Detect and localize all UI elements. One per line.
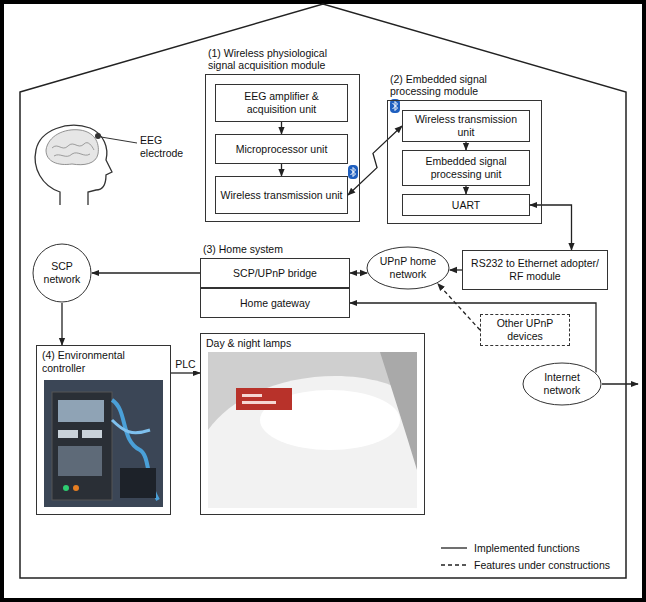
unit-box: UART xyxy=(402,194,530,216)
node-text: Microprocessor unit xyxy=(236,143,328,156)
module-box: (2) Embedded signal processing moduleWir… xyxy=(387,100,542,224)
node-text: EEG amplifier & acquisition unit xyxy=(220,90,343,115)
legend-sample xyxy=(440,543,468,553)
ellipse-shape xyxy=(33,244,91,302)
ellipse-shape xyxy=(523,363,601,405)
unit-box: Embedded signal processing unit xyxy=(402,150,530,186)
network-ellipse: UPnP home network xyxy=(366,246,450,290)
system-box: (3) Home systemSCP/UPnP bridgeHome gatew… xyxy=(200,258,350,318)
controller-box: (4) Environmental controller xyxy=(36,345,171,515)
connector xyxy=(61,303,62,345)
module-heading: (4) Environmental controller xyxy=(37,346,170,377)
connector xyxy=(530,205,572,250)
network-circle: SCP network xyxy=(32,243,92,303)
legend-text: Implemented functions xyxy=(474,542,580,555)
bluetooth-icon xyxy=(348,165,358,179)
connector xyxy=(350,272,367,273)
edge-label: PLC xyxy=(174,358,196,371)
node-text: Wireless transmission unit xyxy=(407,113,525,138)
planned-box: Other UPnP devices xyxy=(480,314,570,346)
network-ellipse: Internet network xyxy=(522,362,602,406)
module-box: (1) Wireless physiological signal acquis… xyxy=(205,74,360,222)
node-text: Other UPnP devices xyxy=(485,317,565,342)
unit-box: Microprocessor unit xyxy=(215,134,348,164)
node-text: RS232 to Ethernet adopter/ RF module xyxy=(467,257,603,282)
bluetooth-icon xyxy=(390,99,400,113)
unit-box: EEG amplifier & acquisition unit xyxy=(215,84,348,122)
connector xyxy=(350,303,596,372)
connector xyxy=(281,164,282,176)
unit-box: Home gateway xyxy=(200,288,350,318)
edge-label-holder: PLC xyxy=(174,358,196,371)
connector xyxy=(465,142,466,150)
house-outline xyxy=(20,4,626,578)
adapter-box: RS232 to Ethernet adopter/ RF module xyxy=(462,250,608,290)
legend-line xyxy=(441,565,467,566)
callout-label: EEG electrode xyxy=(140,134,190,159)
module-heading: (3) Home system xyxy=(201,243,349,256)
module-heading: Day & night lamps xyxy=(201,334,424,353)
node-text: Internet network xyxy=(526,371,598,396)
connector xyxy=(92,272,200,273)
lamps-box: Day & night lamps xyxy=(200,333,425,515)
connector xyxy=(281,122,282,134)
ellipse-shape xyxy=(367,247,449,289)
legend-text: Features under constructions xyxy=(474,559,610,572)
module-heading: (1) Wireless physiological signal acquis… xyxy=(206,47,359,72)
node-text: Home gateway xyxy=(240,297,310,310)
connector xyxy=(450,269,462,270)
legend-row: Features under constructions xyxy=(440,559,610,572)
node-text: Embedded signal processing unit xyxy=(407,155,525,180)
unit-box: Wireless transmission unit xyxy=(402,110,530,142)
label-text: EEG electrode xyxy=(140,134,190,159)
node-text: Wireless transmission unit xyxy=(221,189,343,202)
module-heading: (2) Embedded signal processing module xyxy=(388,73,541,98)
node-text: UART xyxy=(452,199,480,212)
connector xyxy=(171,372,200,373)
planned-connector xyxy=(438,284,480,330)
head-illustration xyxy=(35,125,137,205)
unit-box: Wireless transmission unit xyxy=(215,176,348,214)
legend-line xyxy=(441,548,467,549)
legend-row: Implemented functions xyxy=(440,542,580,555)
unit-box: SCP/UPnP bridge xyxy=(200,258,350,288)
node-text: UPnP home network xyxy=(370,255,446,280)
legend-sample xyxy=(440,560,468,570)
node-text: SCP/UPnP bridge xyxy=(233,267,317,280)
lamps-photo xyxy=(208,352,417,508)
connector xyxy=(348,126,402,195)
controller-photo xyxy=(44,380,163,507)
outgoing-arrow xyxy=(602,383,638,384)
node-text: SCP network xyxy=(36,260,88,285)
connector xyxy=(465,186,466,194)
